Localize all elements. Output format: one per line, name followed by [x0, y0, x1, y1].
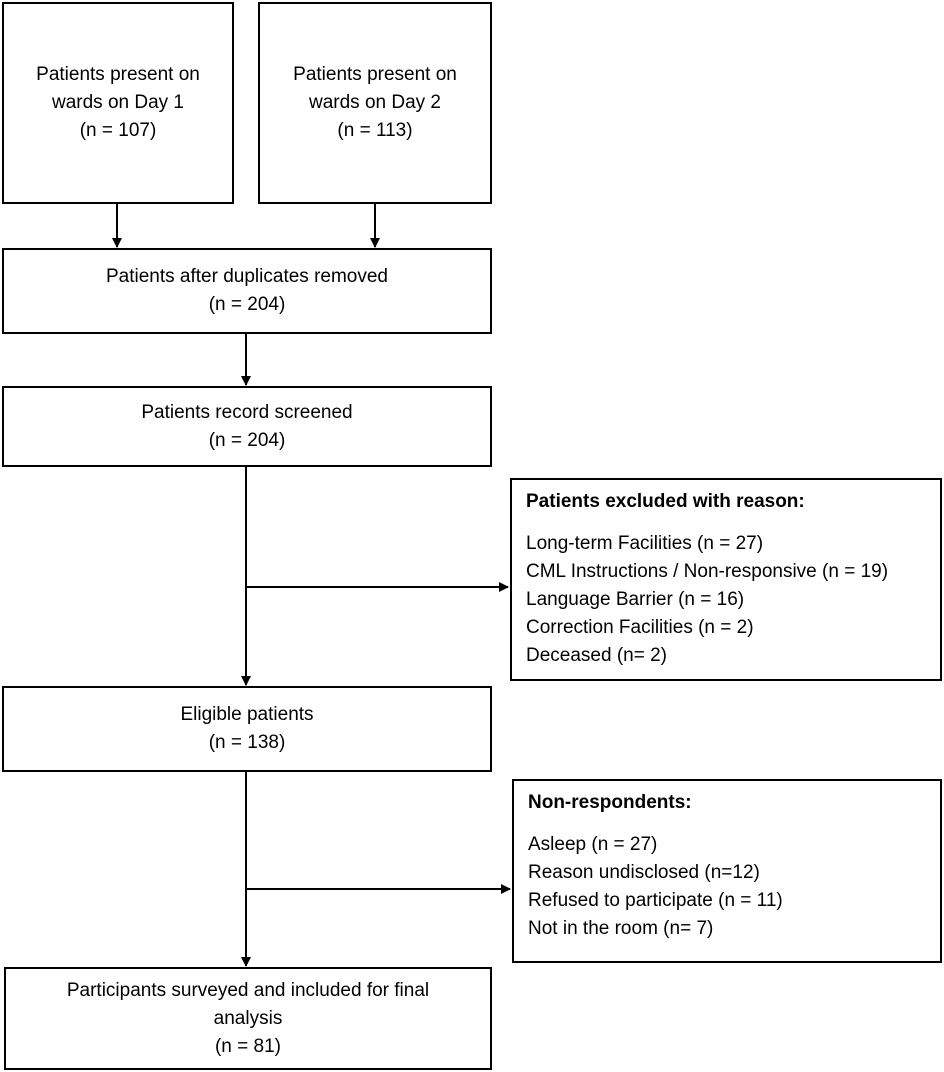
final-analysis-count: (n = 81) — [214, 1035, 281, 1057]
non-respondents-box: Non-respondents: Asleep (n = 27) Reason … — [512, 779, 942, 963]
final-analysis-line2: analysis — [213, 1007, 283, 1029]
record-screened-label: Patients record screened — [141, 401, 353, 423]
non-respondents-item: Reason undisclosed (n=12) — [528, 862, 760, 883]
day2-line1: Patients present on — [293, 64, 457, 85]
day2-count: (n = 113) — [337, 120, 413, 141]
day2-box: Patients present on wards on Day 2 (n = … — [258, 2, 492, 204]
day1-line1: Patients present on — [36, 64, 200, 85]
excluded-item: Correction Facilities (n = 2) — [526, 617, 754, 638]
eligible-label: Eligible patients — [180, 704, 314, 725]
final-analysis-line1: Participants surveyed and included for f… — [66, 979, 430, 1001]
excluded-box: Patients excluded with reason: Long-term… — [510, 478, 942, 681]
eligible-count: (n = 138) — [208, 732, 286, 753]
final-analysis-box: Participants surveyed and included for f… — [4, 967, 492, 1070]
record-screened-box: Patients record screened (n = 204) — [2, 386, 492, 467]
non-respondents-item: Asleep (n = 27) — [528, 834, 658, 855]
day2-line2: wards on Day 2 — [308, 92, 441, 113]
duplicates-removed-box: Patients after duplicates removed (n = 2… — [2, 248, 492, 334]
excluded-item: Deceased (n= 2) — [526, 645, 667, 666]
non-respondents-title: Non-respondents: — [528, 792, 692, 813]
day1-count: (n = 107) — [79, 120, 157, 141]
day1-box: Patients present on wards on Day 1 (n = … — [2, 2, 234, 204]
non-respondents-item: Not in the room (n= 7) — [528, 918, 714, 939]
record-screened-count: (n = 204) — [208, 429, 286, 451]
excluded-title: Patients excluded with reason: — [526, 491, 805, 512]
excluded-item: CML Instructions / Non-responsive (n = 1… — [526, 561, 889, 582]
day1-line2: wards on Day 1 — [51, 92, 184, 113]
duplicates-removed-label: Patients after duplicates removed — [106, 266, 388, 287]
duplicates-removed-count: (n = 204) — [208, 294, 286, 315]
non-respondents-item: Refused to participate (n = 11) — [528, 890, 783, 911]
excluded-item: Long-term Facilities (n = 27) — [526, 533, 764, 554]
eligible-box: Eligible patients (n = 138) — [2, 686, 492, 772]
excluded-item: Language Barrier (n = 16) — [526, 589, 745, 610]
